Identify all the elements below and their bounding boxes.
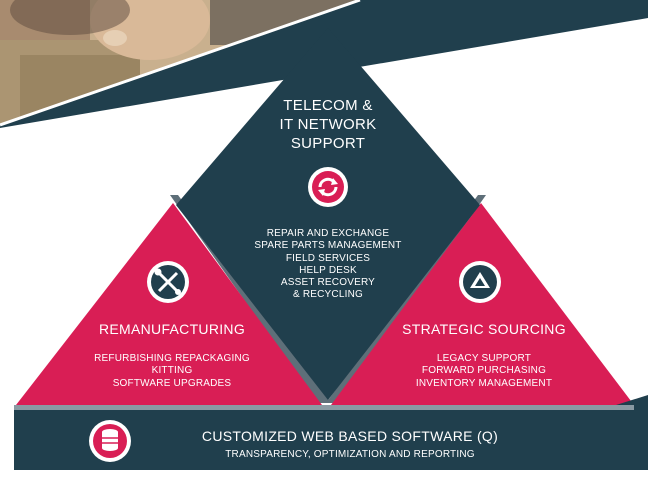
list-item: INVENTORY MANAGEMENT xyxy=(415,377,553,389)
list-item: & RECYCLING xyxy=(293,289,363,301)
strategic-sourcing-triangle xyxy=(331,203,634,405)
list-item: REFURBISHING REPACKAGING xyxy=(94,353,250,364)
strategic-sourcing-title: STRATEGIC SOURCING xyxy=(402,321,566,337)
list-item: FORWARD PURCHASING xyxy=(421,365,547,377)
list-item: FIELD SERVICES xyxy=(285,252,371,264)
remanufacturing-title: REMANUFACTURING xyxy=(98,321,246,337)
list-item: LEGACY SUPPORT xyxy=(436,353,532,364)
remanufacturing-triangle xyxy=(16,203,322,405)
database-icon xyxy=(89,420,131,462)
list-item: HELP DESK xyxy=(299,264,357,276)
software-subtitle: TRANSPARENCY, OPTIMIZATION AND REPORTING xyxy=(225,449,475,460)
list-item: SPARE PARTS MANAGEMENT xyxy=(254,240,402,252)
software-bar xyxy=(14,410,648,470)
list-item: REPAIR AND EXCHANGE xyxy=(266,228,390,239)
list-item: SOFTWARE UPGRADES xyxy=(112,377,232,389)
list-item: ASSET RECOVERY xyxy=(280,277,376,289)
recycle-triangle-icon xyxy=(459,261,501,303)
tools-icon xyxy=(147,261,189,303)
telecom-title-line: SUPPORT xyxy=(290,135,366,152)
telecom-title-line: IT NETWORK xyxy=(279,116,377,133)
strategic-sourcing-list: LEGACY SUPPORT FORWARD PURCHASING INVENT… xyxy=(388,353,580,390)
telecom-services-list: REPAIR AND EXCHANGE SPARE PARTS MANAGEME… xyxy=(228,228,428,302)
telecom-title-line: TELECOM & xyxy=(283,97,373,114)
refresh-icon xyxy=(308,167,348,207)
remanufacturing-list: REFURBISHING REPACKAGING KITTING SOFTWAR… xyxy=(76,353,268,390)
list-item: KITTING xyxy=(151,365,193,377)
telecom-triangle xyxy=(176,28,480,400)
telecom-title: TELECOM & IT NETWORK SUPPORT xyxy=(228,96,428,153)
software-title: CUSTOMIZED WEB BASED SOFTWARE (Q) xyxy=(201,428,499,444)
